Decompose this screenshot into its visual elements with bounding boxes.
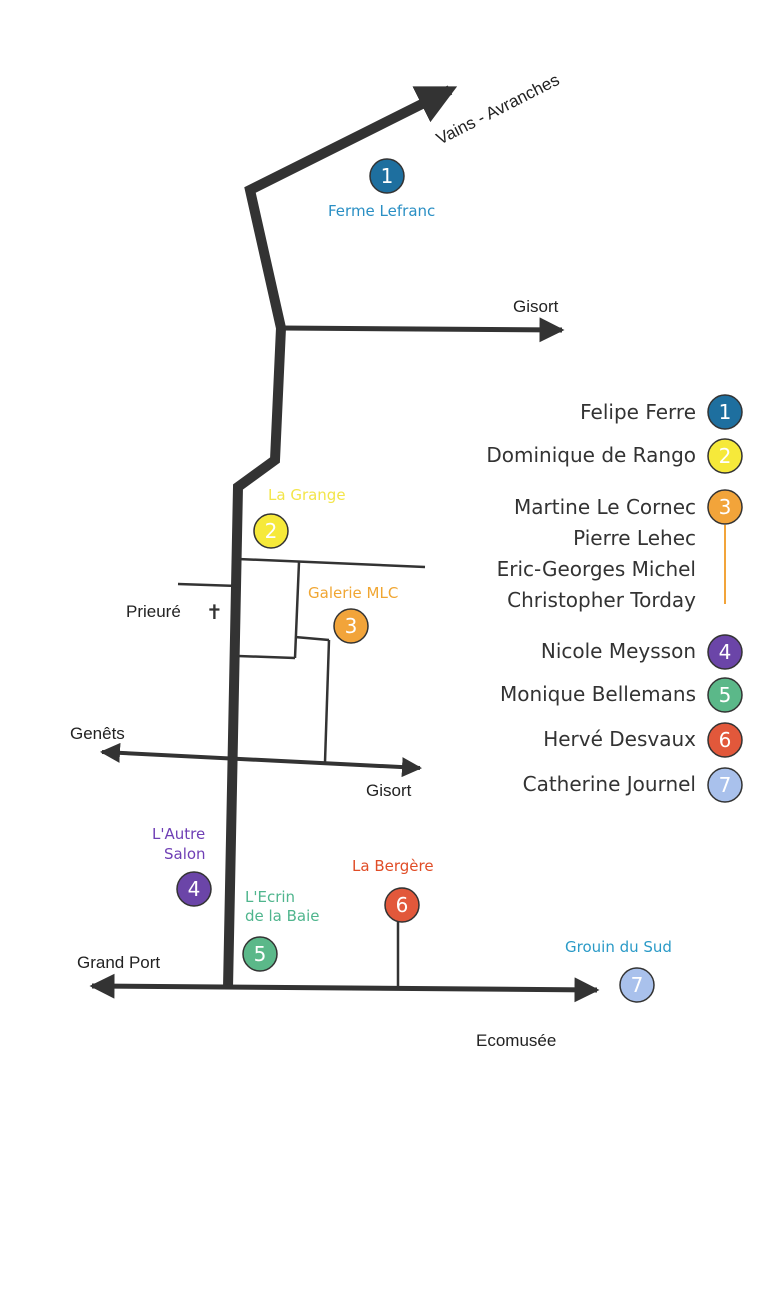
legend-number-7: 7 <box>719 773 732 797</box>
label-gisort-top: Gisort <box>513 297 559 316</box>
venue-7-name: Grouin du Sud <box>565 938 672 956</box>
label-vains-avranches: Vains - Avranches <box>433 70 562 148</box>
label-genets: Genêts <box>70 724 125 743</box>
legend-marker-3 <box>707 489 743 525</box>
venue-2-number: 2 <box>265 519 278 543</box>
venue-4-line2: Salon <box>164 845 206 863</box>
legend-marker-6 <box>707 722 743 758</box>
legend-artist: Catherine Journel <box>523 772 696 796</box>
road-grand-port <box>89 973 600 1003</box>
legend-artist: Eric-Georges Michel <box>497 557 696 581</box>
legend-marker-2 <box>707 438 743 474</box>
venue-5-line1: L'Ecrin <box>245 888 295 906</box>
street-vertical-b <box>323 639 331 763</box>
venue-3-marker <box>333 608 369 644</box>
legend-entry-1: Felipe Ferre 1 <box>580 394 743 430</box>
venue-7-marker <box>619 967 655 1003</box>
legend-artist: Monique Bellemans <box>500 682 696 706</box>
venue-2-name: La Grange <box>268 486 346 504</box>
venue-5-line2: de la Baie <box>245 907 320 925</box>
legend-entry-2: Dominique de Rango 2 <box>486 438 743 474</box>
church-cross-icon: ✝ <box>206 600 223 624</box>
legend-artist: Pierre Lehec <box>573 526 696 550</box>
legend-number-5: 5 <box>719 683 732 707</box>
legend-entry-5: Monique Bellemans 5 <box>500 677 743 713</box>
street-upper <box>237 557 426 569</box>
venue-1-number: 1 <box>381 164 394 188</box>
legend-entry-6: Hervé Desvaux 6 <box>543 722 743 758</box>
legend-entry-7: Catherine Journel 7 <box>523 767 743 803</box>
legend-entry-3: Martine Le Cornec Pierre Lehec Eric-Geor… <box>497 489 743 612</box>
venue-4-marker <box>176 871 212 907</box>
legend-number-1: 1 <box>719 400 732 424</box>
venue-5-marker <box>242 936 278 972</box>
venue-4-line1: L'Autre <box>152 825 205 843</box>
legend-number-4: 4 <box>719 640 732 664</box>
legend-entry-4: Nicole Meysson 4 <box>541 634 743 670</box>
legend-artist: Christopher Torday <box>507 588 696 612</box>
legend-artist: Felipe Ferre <box>580 400 696 424</box>
road-gisort-top <box>280 317 565 343</box>
street-vertical-a <box>293 561 301 659</box>
street-prieure <box>177 582 239 588</box>
label-gisort-mid: Gisort <box>366 781 412 800</box>
legend-marker-4 <box>707 634 743 670</box>
legend-marker-5 <box>707 677 743 713</box>
road-genets-gisort <box>100 742 422 778</box>
label-prieure: Prieuré <box>126 602 181 621</box>
venue-1-name: Ferme Lefranc <box>328 202 435 220</box>
label-ecomusee: Ecomusée <box>476 1031 556 1050</box>
label-grand-port: Grand Port <box>77 953 160 972</box>
venue-6-marker <box>384 887 420 923</box>
legend-marker-1 <box>707 394 743 430</box>
legend-artist: Hervé Desvaux <box>543 727 696 751</box>
street-inner <box>237 654 296 660</box>
venue-7-number: 7 <box>631 973 644 997</box>
legend-number-6: 6 <box>719 728 732 752</box>
legend-artist: Nicole Meysson <box>541 639 696 663</box>
main-road <box>223 85 458 989</box>
legend-number-2: 2 <box>719 444 732 468</box>
venue-5-number: 5 <box>254 942 267 966</box>
legend: Felipe Ferre 1 Dominique de Rango 2 Mart… <box>486 394 743 803</box>
venue-1-marker <box>369 158 405 194</box>
venue-3-number: 3 <box>345 614 358 638</box>
legend-artist: Martine Le Cornec <box>514 495 696 519</box>
venue-2-marker <box>253 513 289 549</box>
venue-4-number: 4 <box>188 877 201 901</box>
legend-number-3: 3 <box>719 495 732 519</box>
venue-6-name: La Bergère <box>352 857 434 875</box>
street-inner-b <box>294 635 330 642</box>
venue-6-number: 6 <box>396 893 409 917</box>
legend-marker-7 <box>707 767 743 803</box>
venue-3-name: Galerie MLC <box>308 584 398 602</box>
legend-artist: Dominique de Rango <box>486 443 696 467</box>
